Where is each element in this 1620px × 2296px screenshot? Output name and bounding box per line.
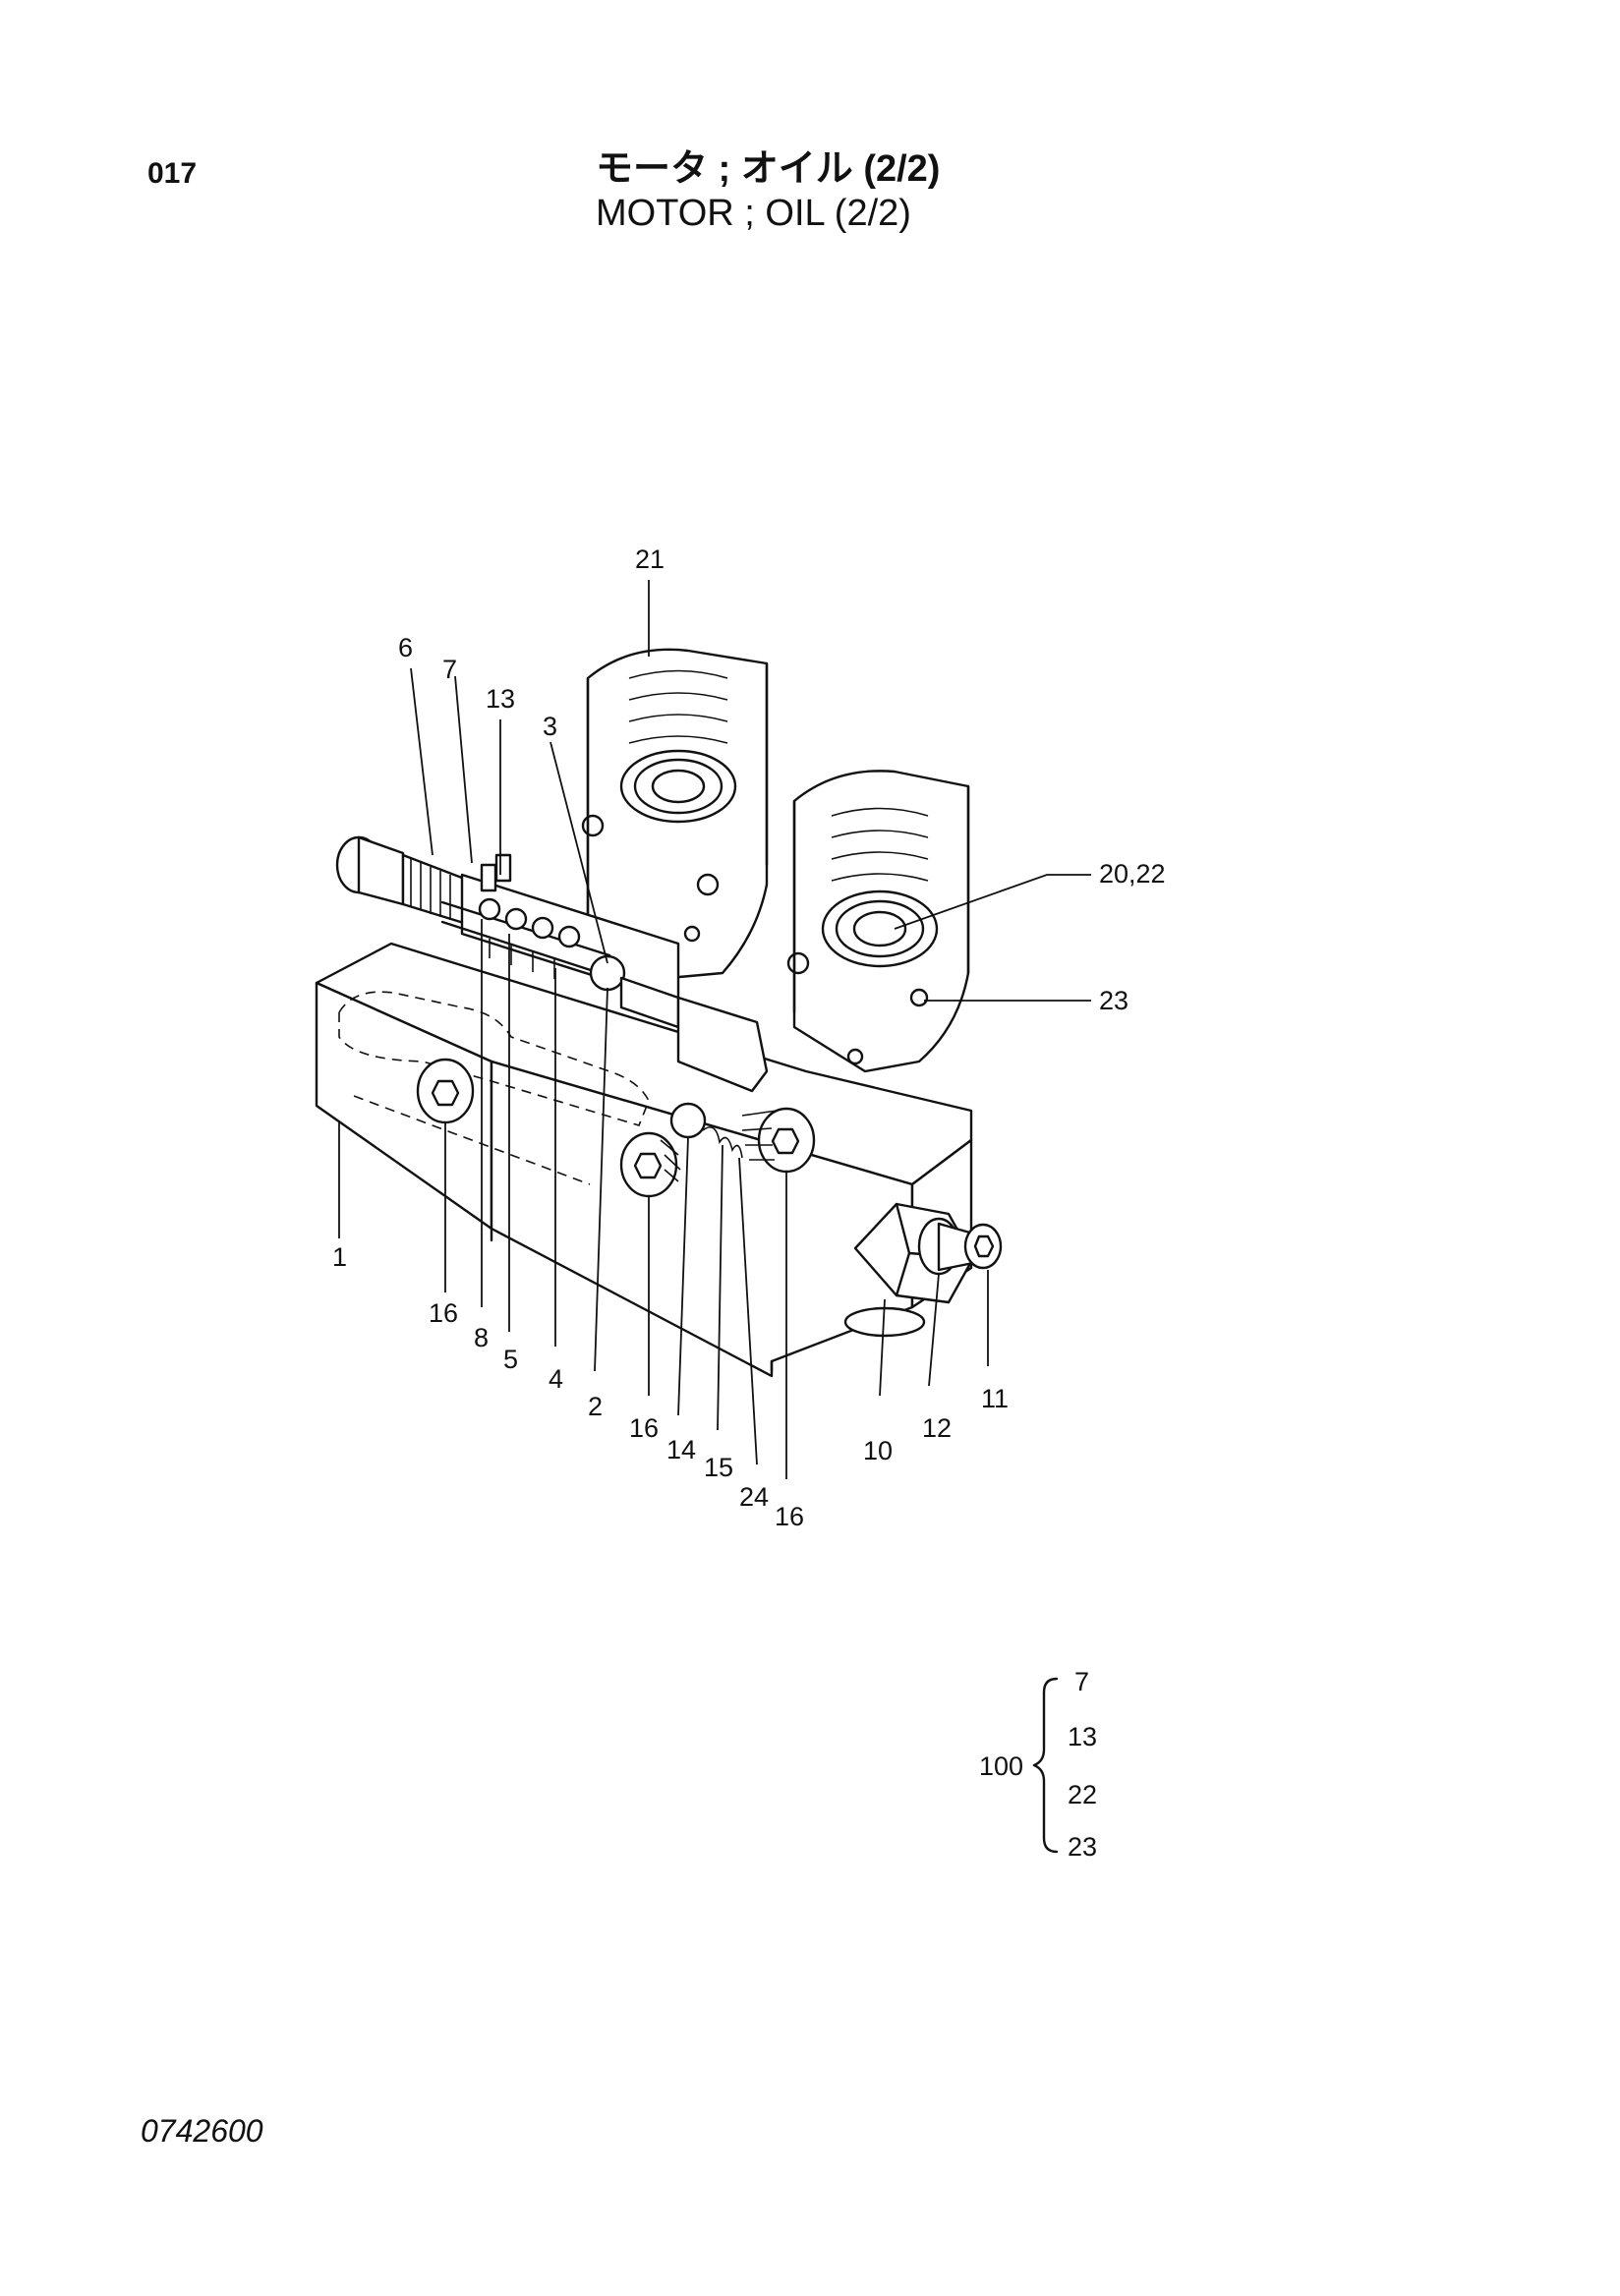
callout-1: 1 xyxy=(332,1242,347,1272)
callout-labels: 21 6 7 13 3 20,22 23 1 16 8 5 4 2 16 14 … xyxy=(332,545,1166,1531)
callout-15: 15 xyxy=(704,1453,733,1482)
callout-6: 6 xyxy=(398,633,413,662)
kit-item-7: 7 xyxy=(1074,1667,1089,1696)
callout-10: 10 xyxy=(863,1436,893,1465)
title-english: MOTOR ; OIL (2/2) xyxy=(596,193,911,234)
adapter-fitting xyxy=(843,1202,1003,1338)
callout-14: 14 xyxy=(666,1435,696,1464)
callout-5: 5 xyxy=(503,1345,518,1374)
callout-20-22: 20,22 xyxy=(1099,859,1166,889)
callout-4: 4 xyxy=(549,1364,563,1394)
fitting-body-front xyxy=(786,770,970,1073)
callout-2: 2 xyxy=(588,1392,603,1421)
fitting-body-rear xyxy=(581,648,769,980)
kit-group: 100 7 13 22 23 xyxy=(979,1667,1097,1862)
callout-21: 21 xyxy=(635,545,665,574)
callout-7: 7 xyxy=(442,655,457,684)
callout-24: 24 xyxy=(739,1482,769,1512)
callout-3: 3 xyxy=(543,712,557,741)
document-code: 0742600 xyxy=(141,2113,263,2149)
callout-12: 12 xyxy=(922,1413,952,1443)
page-number: 017 xyxy=(147,157,198,190)
kit-item-13: 13 xyxy=(1068,1722,1097,1751)
kit-item-22: 22 xyxy=(1068,1780,1097,1809)
callout-11: 11 xyxy=(981,1384,1009,1413)
callout-8: 8 xyxy=(474,1323,489,1352)
callout-23: 23 xyxy=(1099,986,1128,1015)
kit-number: 100 xyxy=(979,1751,1023,1781)
callout-13: 13 xyxy=(486,684,515,714)
relief-valve-assembly xyxy=(335,835,769,1093)
leader-lines xyxy=(338,580,1091,1479)
kit-item-23: 23 xyxy=(1068,1832,1097,1862)
callout-16-left: 16 xyxy=(429,1298,458,1328)
callout-16-right: 16 xyxy=(775,1502,804,1531)
callout-16-mid: 16 xyxy=(629,1413,659,1443)
plugs-front xyxy=(416,1058,816,1198)
title-japanese: モータ ; オイル (2/2) xyxy=(596,148,941,190)
